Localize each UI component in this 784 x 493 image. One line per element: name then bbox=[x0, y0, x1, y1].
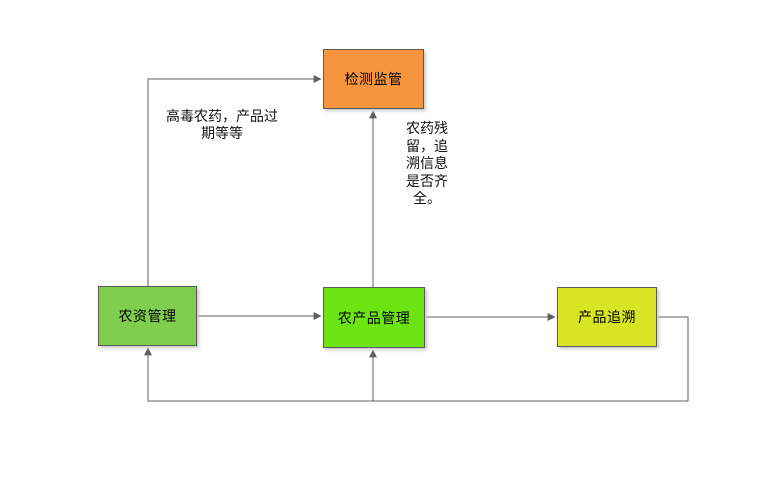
node-products-label: 农产品管理 bbox=[337, 310, 411, 327]
node-products[interactable]: 农产品管理 bbox=[323, 287, 425, 348]
node-inspection[interactable]: 检测监管 bbox=[323, 49, 424, 109]
node-materials-label: 农资管理 bbox=[118, 309, 177, 325]
annotation-pesticide-residue: 农药残 留，追 溯信息 是否齐 全。 bbox=[402, 121, 452, 209]
node-inspection-label: 检测监管 bbox=[344, 72, 403, 88]
annotation-line: 留，追 bbox=[406, 138, 448, 155]
annotation-line: 农药残 bbox=[406, 121, 448, 137]
node-materials[interactable]: 农资管理 bbox=[98, 286, 197, 346]
annotation-toxic-pesticides: 高毒农药，产品过 期等等 bbox=[160, 109, 284, 143]
annotation-line: 全。 bbox=[413, 191, 441, 207]
annotation-line: 期等等 bbox=[201, 126, 243, 142]
node-trace-label: 产品追溯 bbox=[578, 310, 636, 326]
node-trace[interactable]: 产品追溯 bbox=[557, 287, 657, 347]
annotation-line: 高毒农药，产品过 bbox=[166, 109, 278, 125]
annotation-line: 溯信息 bbox=[406, 156, 448, 172]
annotation-line: 是否齐 bbox=[406, 173, 448, 190]
